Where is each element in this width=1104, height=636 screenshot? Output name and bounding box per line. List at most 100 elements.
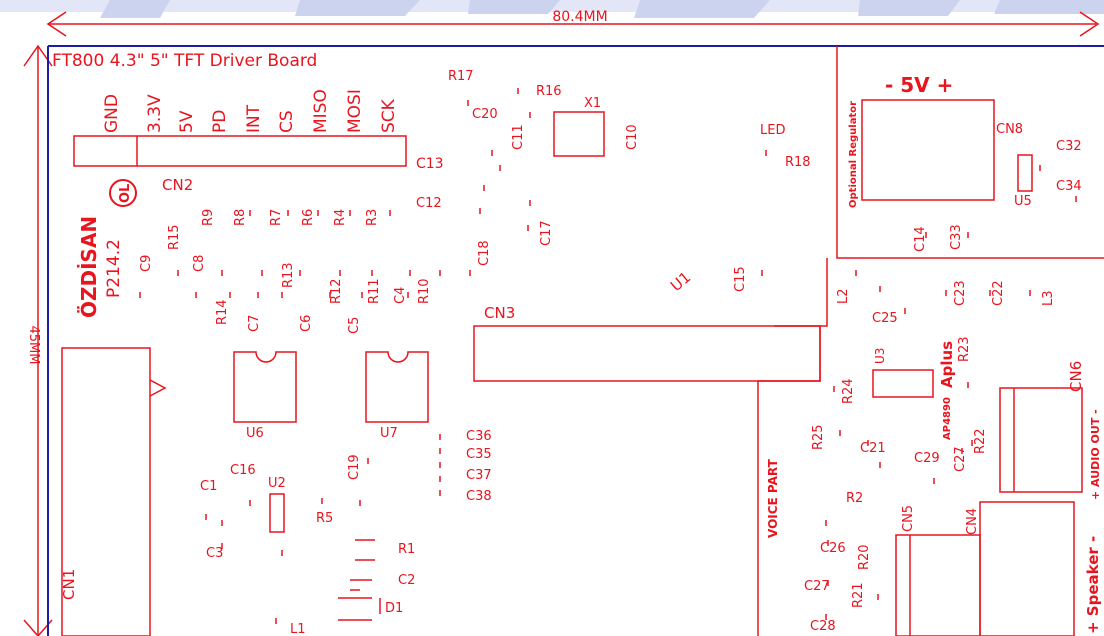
- power-label: - 5V +: [885, 73, 953, 97]
- designator-r12: R12: [329, 278, 344, 304]
- designator-r6: R6: [301, 209, 316, 226]
- designator-c1: C1: [200, 479, 217, 494]
- pin-label-3v3: 3.3V: [145, 94, 165, 133]
- designator-r14: R14: [215, 299, 230, 325]
- designator-c28: C28: [810, 619, 836, 634]
- cn4-label: CN4: [965, 508, 980, 535]
- designator-r2: R2: [846, 491, 863, 506]
- designator-r10: R10: [417, 278, 432, 304]
- designator-c2: C2: [398, 573, 415, 588]
- designator-c23: C23: [953, 280, 968, 306]
- x1-label: X1: [584, 96, 601, 111]
- designator-r3: R3: [365, 209, 380, 226]
- l3-label: L3: [1041, 290, 1056, 306]
- designator-c6: C6: [299, 315, 314, 332]
- l2-label: L2: [836, 288, 851, 304]
- designator-r25: R25: [811, 424, 826, 450]
- watermark: [0, 0, 1104, 18]
- designator-c9: C9: [139, 255, 154, 272]
- cn1-outline: [61, 347, 151, 636]
- designator-c19: C19: [347, 454, 362, 480]
- designator-c38: C38: [466, 489, 492, 504]
- cn1-pin1-mark: [149, 379, 167, 397]
- designator-c20: C20: [472, 107, 498, 122]
- c13-label: C13: [416, 156, 444, 172]
- u5-outline: [1017, 154, 1033, 192]
- cn6-label: CN6: [1067, 361, 1085, 392]
- designator-c35: C35: [466, 447, 492, 462]
- designator-r15: R15: [167, 224, 182, 250]
- amp-part: AP4890: [942, 397, 953, 440]
- cn5-outline: [895, 534, 981, 636]
- designator-r23: R23: [957, 336, 972, 362]
- designator-c37: C37: [466, 468, 492, 483]
- designator-c17: C17: [539, 220, 554, 246]
- u7-package: [365, 351, 429, 423]
- dimension-width: [46, 11, 1100, 37]
- designator-r9: R9: [201, 209, 216, 226]
- pin-header-cn2: [73, 135, 407, 167]
- designator-r20: R20: [857, 544, 872, 570]
- voice-section-outline: [757, 258, 828, 636]
- speaker-label: + Speaker -: [1084, 536, 1102, 634]
- pin-label-mosi: MOSI: [345, 89, 365, 133]
- designator-c5: C5: [347, 317, 362, 334]
- pin-label-cs: CS: [277, 110, 297, 133]
- u2-label: U2: [268, 476, 286, 491]
- pin-label-pd: PD: [210, 110, 230, 133]
- led-label: LED: [760, 123, 785, 138]
- pin-label-sck: SCK: [379, 98, 399, 133]
- d1-outline: [338, 597, 381, 621]
- designator-c27: C27: [953, 446, 968, 472]
- designator-c14: C14: [913, 226, 928, 252]
- cn5-label: CN5: [901, 505, 916, 532]
- designator-c3: C3: [206, 546, 223, 561]
- cn6-outline: [999, 387, 1083, 493]
- board-outline: [47, 45, 1104, 636]
- cn8-label: CN8: [996, 122, 1023, 137]
- designator-c32: C32: [1056, 139, 1082, 154]
- designator-c21: C21: [860, 441, 886, 456]
- designator-r13: R13: [281, 262, 296, 288]
- designator-c36: C36: [466, 429, 492, 444]
- voice-part-label: VOICE PART: [766, 458, 780, 538]
- smd-pad-marks: [139, 88, 1077, 624]
- designator-r4: R4: [333, 209, 348, 226]
- width-label: 80.4MM: [552, 9, 607, 25]
- cn4-outline: [979, 501, 1075, 636]
- designator-r22: R22: [973, 428, 988, 454]
- designator-c29: C29: [914, 451, 940, 466]
- audio-out-label: + AUDIO OUT -: [1089, 409, 1102, 500]
- cn3-outline: [473, 325, 821, 382]
- board-title: FT800 4.3" 5" TFT Driver Board: [52, 51, 317, 71]
- cn1-label: CN1: [60, 569, 78, 600]
- designator-r7: R7: [269, 209, 284, 226]
- designator-c34: C34: [1056, 179, 1082, 194]
- designator-c16: C16: [230, 463, 256, 478]
- designator-c26: C26: [820, 541, 846, 556]
- designator-c25: C25: [872, 311, 898, 326]
- designator-c4: C4: [393, 287, 408, 304]
- amp-brand: Aplus: [938, 341, 956, 388]
- pin-label-int: INT: [244, 104, 264, 133]
- inductor-tracks: [350, 539, 375, 591]
- designator-r5: R5: [316, 511, 333, 526]
- designator-c27b: C27: [804, 579, 830, 594]
- designator-r21: R21: [851, 582, 866, 608]
- l1-label: L1: [290, 622, 306, 636]
- designator-c10: C10: [625, 124, 640, 150]
- height-label: 45MM: [26, 326, 41, 365]
- regulator-note: Optional Regulator: [848, 101, 859, 208]
- cn3-label: CN3: [484, 304, 515, 322]
- designator-c8: C8: [192, 255, 207, 272]
- u6-label: U6: [246, 426, 264, 441]
- pin-label-gnd: GND: [102, 94, 122, 133]
- logo-part-number: P214.2: [104, 239, 124, 298]
- designator-r18: R18: [785, 155, 811, 170]
- u1-label: U1: [667, 268, 694, 295]
- designator-c22: C22: [991, 280, 1006, 306]
- logo-brand: ÖZDİSAN: [77, 216, 101, 318]
- u6-package: [233, 351, 297, 423]
